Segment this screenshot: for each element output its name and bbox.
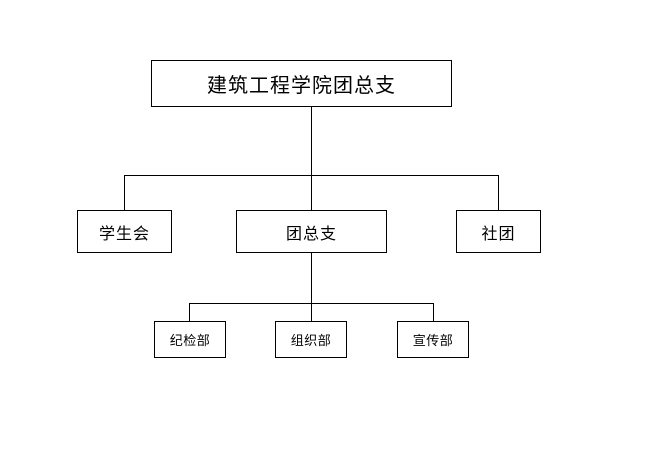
node-publicity-dept[interactable]: 宣传部 [397, 321, 469, 358]
node-student-union-label: 学生会 [98, 223, 150, 243]
node-student-union[interactable]: 学生会 [77, 210, 172, 253]
node-youth-league-branch-label: 团总支 [285, 223, 337, 243]
connector-level2-drop-2 [311, 175, 312, 210]
node-root-label: 建筑工程学院团总支 [207, 73, 396, 97]
node-organization-dept-label: 组织部 [290, 334, 332, 349]
connector-root-stem [311, 107, 312, 175]
node-discipline-inspection-dept[interactable]: 纪检部 [154, 321, 226, 358]
node-root[interactable]: 建筑工程学院团总支 [151, 60, 452, 107]
node-organization-dept[interactable]: 组织部 [275, 321, 347, 358]
connector-level3-stem [311, 253, 312, 303]
connector-level2-drop-3 [498, 175, 499, 210]
connector-level2-drop-1 [124, 175, 125, 210]
node-discipline-inspection-dept-label: 纪检部 [169, 334, 211, 349]
connector-level3-drop-1 [189, 303, 190, 321]
node-publicity-dept-label: 宣传部 [412, 334, 454, 349]
connector-level3-drop-3 [433, 303, 434, 321]
node-clubs-label: 社团 [481, 223, 516, 243]
connector-level3-drop-2 [311, 303, 312, 321]
node-clubs[interactable]: 社团 [456, 210, 541, 253]
node-youth-league-branch[interactable]: 团总支 [236, 210, 387, 253]
